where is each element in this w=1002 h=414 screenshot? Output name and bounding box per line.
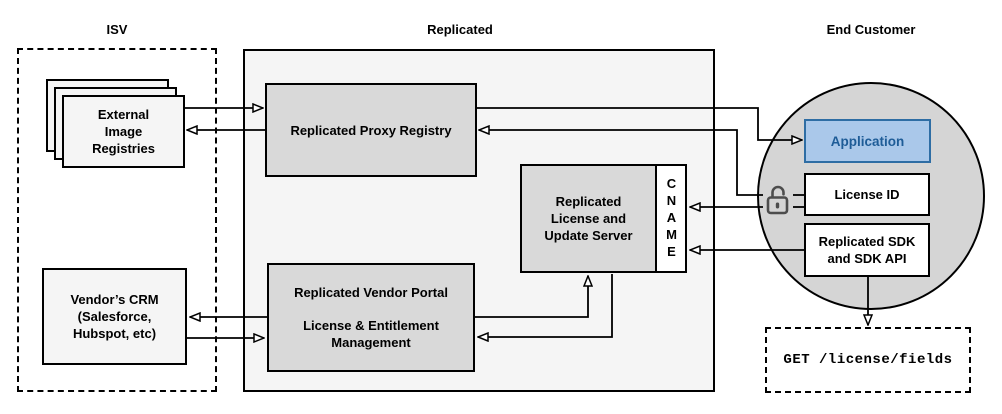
replicated-sdk-node: Replicated SDK and SDK API xyxy=(804,223,930,277)
external-image-registries-node: External Image Registries xyxy=(62,95,185,168)
license-id-node: License ID xyxy=(804,173,930,216)
cname-label: CNAME xyxy=(664,176,679,261)
vendor-crm-label: Vendor’s CRM (Salesforce, Hubspot, etc) xyxy=(70,292,159,341)
replicated-sdk-label: Replicated SDK and SDK API xyxy=(818,234,916,266)
unlock-icon xyxy=(766,185,789,215)
isv-section-title: ISV xyxy=(106,22,128,37)
cname-strip: CNAME xyxy=(655,164,687,273)
license-id-label: License ID xyxy=(834,187,900,202)
vendor-crm-node: Vendor’s CRM (Salesforce, Hubspot, etc) xyxy=(42,268,187,365)
application-label: Application xyxy=(830,133,905,149)
isv-container xyxy=(17,48,217,392)
api-request-node: GET /license/fields xyxy=(765,327,971,393)
proxy-registry-label: Replicated Proxy Registry xyxy=(290,122,452,138)
application-node: Application xyxy=(804,119,931,163)
proxy-registry-node: Replicated Proxy Registry xyxy=(265,83,477,177)
vendor-portal-node: Replicated Vendor Portal License & Entit… xyxy=(267,263,475,372)
external-image-registries-label: External Image Registries xyxy=(92,107,155,156)
end-customer-section-title: End Customer xyxy=(826,22,916,37)
replicated-section-title: Replicated xyxy=(427,22,493,37)
license-update-server-node: Replicated License and Update Server xyxy=(520,164,657,273)
api-request-label: GET /license/fields xyxy=(783,351,953,368)
vendor-portal-title: Replicated Vendor Portal xyxy=(294,285,448,300)
license-update-server-label: Replicated License and Update Server xyxy=(544,194,633,243)
vendor-portal-subtitle: License & Entitlement Management xyxy=(303,318,439,350)
